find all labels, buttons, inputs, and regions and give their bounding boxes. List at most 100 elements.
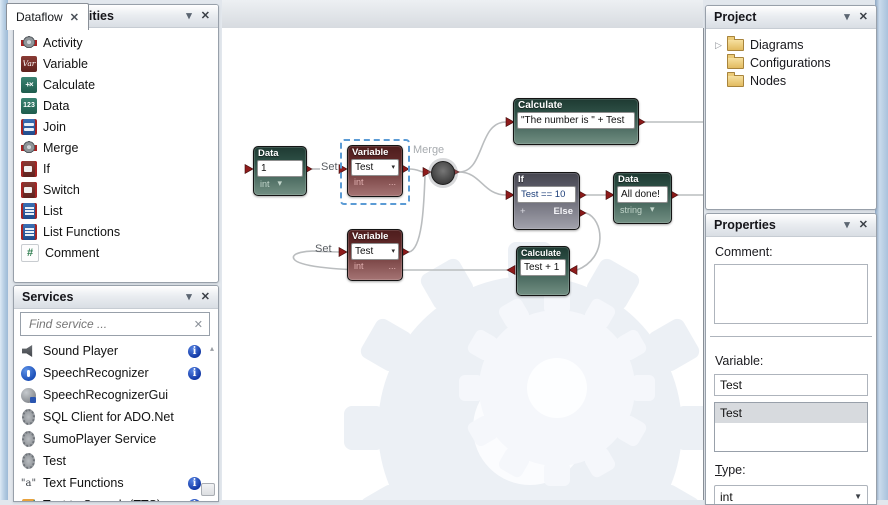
variable-select[interactable]: Test▾: [351, 243, 399, 260]
set-label: Set: [315, 243, 332, 255]
data-type-dropdown[interactable]: string▾: [620, 204, 655, 215]
activity-item-comment[interactable]: #Comment: [14, 242, 218, 263]
list-icon: [21, 202, 37, 219]
service-item-speech-recognizer-gui[interactable]: SpeechRecognizerGui: [14, 384, 218, 406]
collapse-panel-icon[interactable]: ▾: [186, 290, 192, 303]
text-functions-icon: "a": [20, 477, 37, 489]
node-variable-1[interactable]: Variable Test▾ int...: [347, 145, 403, 197]
activity-item-switch[interactable]: Switch: [14, 179, 218, 200]
tree-item-nodes[interactable]: Nodes: [706, 72, 876, 90]
gear-watermark-small-icon: [459, 290, 655, 486]
variable-label: Variable:: [715, 354, 764, 368]
node-merge[interactable]: [431, 161, 455, 185]
folder-icon: [727, 36, 744, 51]
calculate-expression-field[interactable]: Test + 1: [520, 259, 566, 276]
collapse-panel-icon[interactable]: ▾: [844, 218, 850, 231]
data-icon: 123: [21, 97, 37, 114]
tree-item-diagrams[interactable]: ▷ Diagrams: [715, 36, 804, 52]
close-panel-icon[interactable]: ✕: [200, 9, 210, 22]
expander-icon[interactable]: ▷: [715, 39, 722, 50]
collapse-panel-icon[interactable]: ▾: [844, 10, 850, 23]
variable-icon: Var: [21, 55, 37, 72]
comment-label: Comment:: [715, 245, 773, 259]
chevron-down-icon: ▼: [854, 492, 862, 501]
properties-panel: Properties ▾ ✕ Comment: Variable: Test T…: [705, 213, 877, 505]
close-panel-icon[interactable]: ✕: [858, 10, 868, 23]
service-item-text-to-speech[interactable]: Text to Speech (TTS)i: [14, 494, 218, 501]
services-header: Services ▾ ✕: [14, 286, 218, 309]
if-condition-field[interactable]: Test == 10: [517, 186, 576, 203]
activity-item-activity[interactable]: Activity: [14, 32, 218, 53]
node-calculate-2[interactable]: Calculate Test + 1: [516, 246, 570, 296]
activity-item-calculate[interactable]: +×Calculate: [14, 74, 218, 95]
project-panel: Project ▾ ✕ ▷ Diagrams Configurations No…: [705, 5, 877, 210]
clear-search-icon[interactable]: ✕: [193, 318, 203, 331]
node-if[interactable]: If Test == 10 +Else: [513, 172, 580, 230]
project-header: Project ▾ ✕: [706, 6, 876, 29]
activity-icon: [21, 34, 37, 51]
switch-icon: [21, 181, 37, 198]
close-tab-icon[interactable]: ✕: [69, 11, 79, 24]
activity-item-join[interactable]: Join: [14, 116, 218, 137]
info-icon[interactable]: i: [188, 366, 201, 380]
activity-item-list[interactable]: List: [14, 200, 218, 221]
node-calculate-1[interactable]: Calculate "The number is " + Test: [513, 98, 639, 145]
data-value-field[interactable]: 1: [257, 160, 303, 177]
tab-dataflow[interactable]: Dataflow ✕: [6, 3, 89, 30]
calculate-expression-field[interactable]: "The number is " + Test: [517, 112, 635, 129]
calculate-icon: +×: [21, 76, 37, 93]
more-button[interactable]: ...: [388, 177, 396, 187]
activity-item-merge[interactable]: Merge: [14, 137, 218, 158]
variable-select[interactable]: Test▾: [351, 159, 399, 176]
type-label: Type:: [715, 463, 746, 477]
service-search-input[interactable]: [27, 316, 194, 332]
text-to-speech-icon: [22, 498, 35, 501]
close-panel-icon[interactable]: ✕: [200, 290, 210, 303]
panel-title: Project: [714, 10, 757, 24]
collapse-panel-icon[interactable]: ▾: [186, 9, 192, 22]
info-icon[interactable]: i: [188, 344, 201, 358]
tree-item-configurations[interactable]: Configurations: [706, 54, 876, 72]
info-icon[interactable]: i: [188, 498, 201, 501]
type-dropdown[interactable]: int ▼: [714, 485, 868, 504]
node-data-2[interactable]: Data All done! string▾: [613, 172, 672, 224]
close-panel-icon[interactable]: ✕: [858, 218, 868, 231]
scrollbar-thumb[interactable]: [201, 483, 215, 496]
data-value-field[interactable]: All done!: [617, 186, 668, 203]
diagram-canvas[interactable]: Set Set Merge Data 1 int▾ Variable Test▾…: [222, 28, 704, 500]
activity-item-list-functions[interactable]: List Functions: [14, 221, 218, 242]
basic-activities-panel: Basic Activities ▾ ✕ Activity VarVariabl…: [13, 4, 219, 283]
panel-title: Services: [22, 290, 74, 304]
add-condition-button[interactable]: +: [520, 206, 526, 217]
speech-recognizer-icon: [21, 365, 36, 381]
node-variable-2[interactable]: Variable Test▾ int...: [347, 229, 403, 281]
list-functions-icon: [21, 223, 37, 240]
variable-list-item[interactable]: Test: [715, 403, 867, 423]
variable-name-input[interactable]: [715, 375, 867, 395]
else-label: Else: [553, 206, 573, 217]
comment-textarea[interactable]: [714, 264, 868, 324]
data-type-dropdown[interactable]: int▾: [260, 178, 283, 189]
service-item-sumo-player[interactable]: SumoPlayer Service: [14, 428, 218, 450]
activity-item-if[interactable]: If: [14, 158, 218, 179]
service-item-test[interactable]: Test: [14, 450, 218, 472]
service-item-sql-client[interactable]: SQL Client for ADO.Net: [14, 406, 218, 428]
window-border-left: [0, 0, 8, 500]
variable-listbox: Test: [714, 402, 868, 452]
scroll-up-icon[interactable]: ▴: [209, 344, 214, 353]
node-data-1[interactable]: Data 1 int▾: [253, 146, 307, 196]
info-icon[interactable]: i: [188, 476, 201, 490]
folder-icon: [727, 72, 744, 87]
project-tree: ▷ Diagrams Configurations Nodes: [706, 29, 876, 90]
separator: [710, 336, 872, 337]
set-label: Set: [321, 161, 338, 173]
more-button[interactable]: ...: [388, 261, 396, 271]
chevron-down-icon: ▾: [391, 164, 395, 171]
